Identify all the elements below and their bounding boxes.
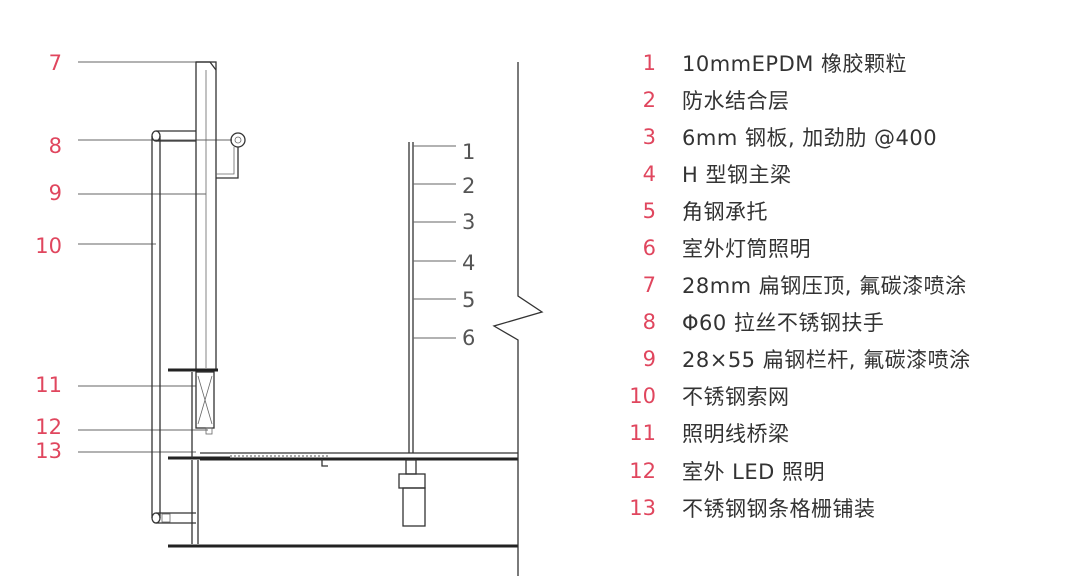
legend-number: 4 [642, 161, 656, 186]
legend-label: 28mm 扁钢压顶, 氟碳漆喷涂 [682, 274, 967, 299]
left-callouts: 7 8 9 10 11 12 13 [35, 51, 62, 463]
callout-5: 5 [462, 288, 475, 312]
handrail [216, 132, 246, 179]
legend-number: 10 [629, 384, 656, 409]
legend-item: 1 10mmEPDM 橡胶颗粒 [620, 44, 1070, 81]
legend-number: 5 [642, 198, 656, 223]
legend-number: 9 [642, 347, 656, 372]
legend-label: 10mmEPDM 橡胶颗粒 [682, 51, 908, 76]
callout-10: 10 [35, 234, 62, 258]
railing-post [195, 61, 217, 371]
legend-item: 13 不锈钢钢条格栅铺装 [620, 489, 1070, 526]
right-callouts: 1 2 3 4 5 6 [462, 140, 475, 350]
legend-item: 11 照明线桥梁 [620, 415, 1070, 452]
callout-12: 12 [35, 415, 62, 439]
lighting-bridge [168, 368, 218, 435]
legend-number: 3 [642, 124, 656, 149]
legend-label: 不锈钢钢条格栅铺装 [682, 496, 876, 521]
legend-number: 6 [642, 236, 656, 261]
legend-item: 12 室外 LED 照明 [620, 452, 1070, 489]
right-leader-lines [413, 145, 456, 339]
legend-number: 8 [642, 310, 656, 335]
legend-item: 7 28mm 扁钢压顶, 氟碳漆喷涂 [620, 267, 1070, 304]
legend-item: 2 防水结合层 [620, 81, 1070, 118]
cable-net [151, 130, 196, 524]
legend-number: 12 [629, 458, 656, 483]
legend: 1 10mmEPDM 橡胶颗粒 2 防水结合层 3 6mm 钢板, 加劲肋 @4… [620, 44, 1070, 526]
legend-label: 不锈钢索网 [682, 385, 790, 410]
legend-number: 1 [642, 50, 656, 75]
legend-number: 11 [629, 421, 656, 446]
callout-4: 4 [462, 251, 475, 275]
legend-item: 10 不锈钢索网 [620, 378, 1070, 415]
legend-label: Φ60 拉丝不锈钢扶手 [682, 311, 885, 336]
legend-number: 2 [642, 87, 656, 112]
legend-number: 7 [642, 273, 656, 298]
callout-2: 2 [462, 174, 475, 198]
deck-paving [200, 452, 518, 467]
legend-item: 9 28×55 扁钢栏杆, 氟碳漆喷涂 [620, 341, 1070, 378]
legend-item: 5 角钢承托 [620, 192, 1070, 229]
legend-number: 13 [629, 495, 656, 520]
callout-3: 3 [462, 210, 475, 234]
legend-label: 照明线桥梁 [682, 422, 790, 447]
legend-item: 4 H 型钢主梁 [620, 155, 1070, 192]
legend-label: 28×55 扁钢栏杆, 氟碳漆喷涂 [682, 348, 971, 373]
legend-label: 角钢承托 [682, 199, 768, 224]
legend-item: 3 6mm 钢板, 加劲肋 @400 [620, 118, 1070, 155]
callout-1: 1 [462, 140, 475, 164]
legend-label: 防水结合层 [682, 88, 790, 113]
legend-item: 8 Φ60 拉丝不锈钢扶手 [620, 304, 1070, 341]
callout-8: 8 [49, 134, 62, 158]
left-leader-lines [78, 61, 232, 453]
callout-7: 7 [49, 51, 62, 75]
break-line [492, 62, 544, 576]
light-tube [398, 142, 426, 527]
legend-label: 6mm 钢板, 加劲肋 @400 [682, 125, 938, 150]
callout-6: 6 [462, 326, 475, 350]
callout-9: 9 [49, 181, 62, 205]
legend-label: H 型钢主梁 [682, 162, 792, 187]
legend-item: 6 室外灯筒照明 [620, 229, 1070, 266]
legend-label: 室外 LED 照明 [682, 459, 825, 484]
section-drawing: 7 8 9 10 11 12 13 [35, 51, 544, 576]
callout-11: 11 [35, 373, 62, 397]
legend-label: 室外灯筒照明 [682, 237, 811, 262]
callout-13: 13 [35, 439, 62, 463]
